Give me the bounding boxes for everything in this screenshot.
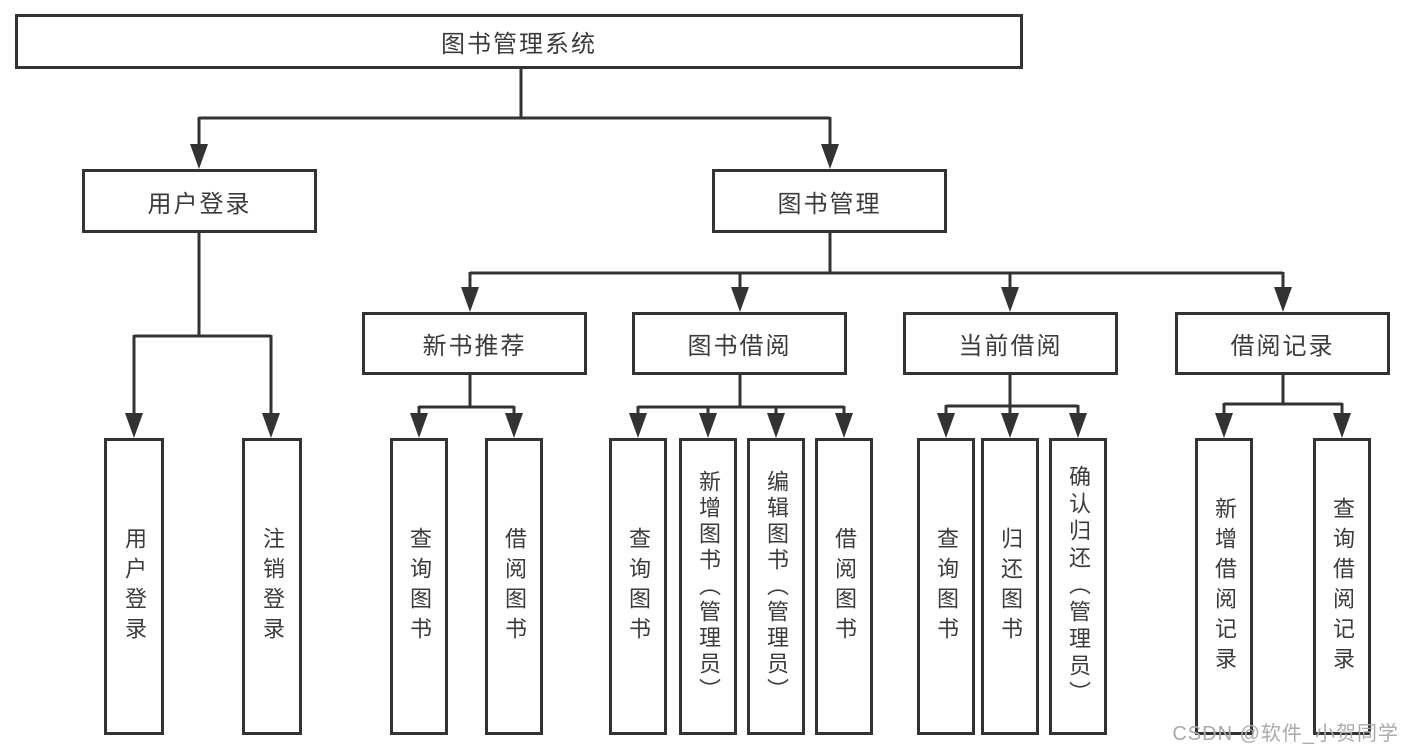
leaf-confirm-return-admin: 确认归还（管理员） <box>1049 438 1107 735</box>
leaf-borrow-books-recommend: 借阅图书 <box>485 438 543 735</box>
leaf-label: 新增借阅记录 <box>1212 496 1237 677</box>
node-label: 图书管理 <box>777 190 882 218</box>
watermark: CSDN @软件_小贺同学 <box>1172 723 1399 745</box>
leaf-label: 借阅图书 <box>502 526 527 647</box>
node-label: 图书借阅 <box>687 333 792 360</box>
arrowhead-icons <box>125 144 1351 438</box>
leaf-logout-login: 注销登录 <box>242 438 302 735</box>
leaf-label: 用户登录 <box>122 526 147 647</box>
node-current-borrowing: 当前借阅 <box>903 312 1118 375</box>
leaf-query-borrow-record: 查询借阅记录 <box>1313 438 1371 735</box>
node-label: 用户登录 <box>147 190 252 218</box>
leaf-label: 确认归还（管理员） <box>1066 465 1091 708</box>
node-borrowing-records: 借阅记录 <box>1175 312 1390 375</box>
leaf-label: 注销登录 <box>260 526 285 647</box>
leaf-label: 归还图书 <box>998 526 1023 647</box>
leaf-return-books: 归还图书 <box>981 438 1039 735</box>
node-user-login: 用户登录 <box>82 169 317 233</box>
leaf-add-books-admin: 新增图书（管理员） <box>679 438 737 735</box>
node-label: 图书管理系统 <box>441 31 597 58</box>
leaf-label: 查询图书 <box>626 526 651 647</box>
leaf-label: 编辑图书（管理员） <box>764 469 789 704</box>
leaf-query-books-borrowing: 查询图书 <box>609 438 667 735</box>
node-label: 新书推荐 <box>422 333 527 360</box>
leaf-label: 查询图书 <box>407 526 432 647</box>
leaf-borrow-books-borrowing: 借阅图书 <box>815 438 873 735</box>
node-label: 当前借阅 <box>958 333 1063 360</box>
node-book-borrowing: 图书借阅 <box>632 312 847 375</box>
leaf-label: 新增图书（管理员） <box>696 469 721 704</box>
leaf-label: 借阅图书 <box>832 526 857 647</box>
leaf-add-borrow-record: 新增借阅记录 <box>1195 438 1253 735</box>
node-book-management: 图书管理 <box>712 169 947 233</box>
leaf-label: 查询借阅记录 <box>1330 496 1355 677</box>
node-label: 借阅记录 <box>1230 333 1335 360</box>
leaf-query-books-recommend: 查询图书 <box>390 438 448 735</box>
leaf-user-login: 用户登录 <box>104 438 164 735</box>
leaf-query-books-current: 查询图书 <box>917 438 975 735</box>
node-new-book-recommendation: 新书推荐 <box>362 312 587 375</box>
node-library-system-root: 图书管理系统 <box>15 14 1023 69</box>
leaf-label: 查询图书 <box>934 526 959 647</box>
leaf-edit-books-admin: 编辑图书（管理员） <box>747 438 805 735</box>
